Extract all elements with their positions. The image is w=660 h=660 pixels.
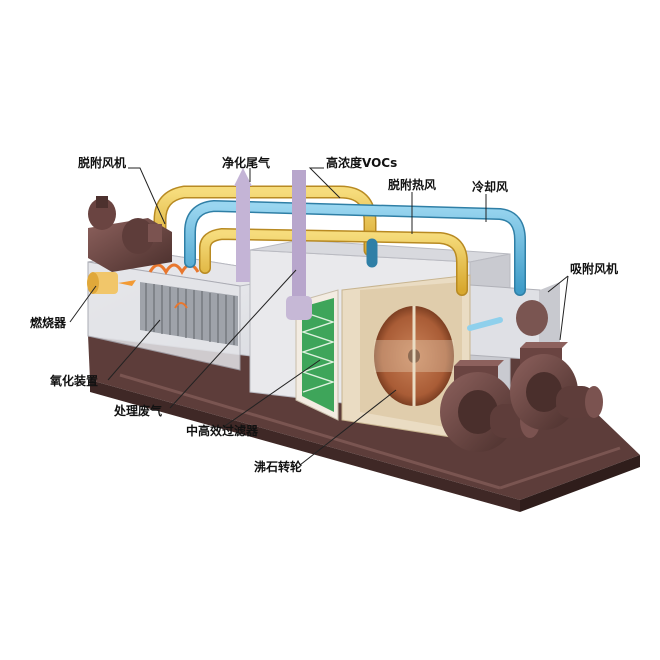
label-high-conc-vocs: 高浓度VOCs <box>326 156 398 170</box>
desorption-fan <box>88 196 172 272</box>
label-cooling-air: 冷却风 <box>472 180 509 194</box>
desorption-fan-motor-icon <box>88 198 116 230</box>
adsorption-fan-2 <box>510 342 603 430</box>
label-burner: 燃烧器 <box>30 316 67 330</box>
label-treated-exhaust: 处理废气 <box>114 404 163 418</box>
label-desorption-fan: 脱附风机 <box>78 156 127 170</box>
exhaust-arrow-icon <box>234 168 252 186</box>
burner <box>87 272 136 294</box>
label-clean-exhaust: 净化尾气 <box>222 156 271 170</box>
label-adsorption-fan: 吸附风机 <box>570 262 619 276</box>
label-filter: 中高效过滤器 <box>186 424 259 438</box>
label-oxidation-device: 氧化装置 <box>50 374 99 388</box>
label-desorption-hot-air: 脱附热风 <box>388 178 437 192</box>
intake-box <box>469 282 560 361</box>
label-zeolite-rotor: 沸石转轮 <box>254 460 303 474</box>
exhaust-stacks <box>234 168 312 320</box>
leader-lines <box>69 167 569 466</box>
filter-panel <box>295 289 339 421</box>
oxidation-core <box>140 263 238 346</box>
blue-ducts <box>184 200 526 331</box>
zeolite-rotor <box>341 274 471 441</box>
